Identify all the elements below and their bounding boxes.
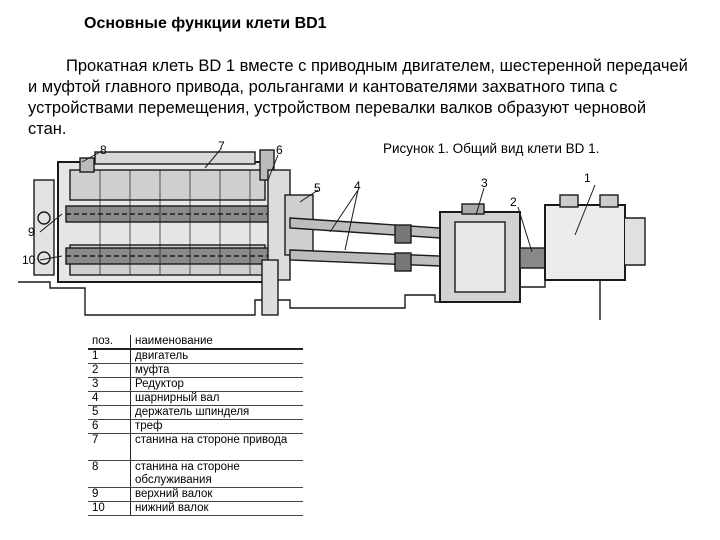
table-row: 2 муфта	[88, 363, 303, 378]
intro-paragraph: Прокатная клеть BD 1 вместе с приводным …	[28, 56, 688, 140]
stand-frame-top	[69, 169, 266, 201]
motor	[544, 204, 626, 281]
callout-8: 8	[100, 143, 107, 157]
table-row: 1 двигатель	[88, 349, 303, 364]
cell-pos: 10	[88, 501, 131, 516]
lower-roll	[65, 247, 272, 265]
callout-4: 4	[354, 179, 361, 193]
parts-table: поз. наименование 1 двигатель 2 муфта 3 …	[88, 335, 303, 516]
cell-pos: 7	[88, 433, 131, 461]
table-row: 8 станина на стороне обслуживания	[88, 460, 303, 488]
cell-name: двигатель	[130, 349, 303, 364]
cell-pos: 5	[88, 405, 131, 420]
intro-text: Прокатная клеть BD 1 вместе с приводным …	[28, 57, 688, 138]
figure-caption: Рисунок 1. Общий вид клети BD 1.	[383, 141, 600, 156]
callout-7: 7	[218, 140, 225, 153]
cell-pos: 6	[88, 419, 131, 434]
cell-name: шарнирный вал	[130, 391, 303, 406]
callout-2: 2	[510, 195, 517, 209]
cell-pos: 3	[88, 377, 131, 392]
table-row: 7 станина на стороне привода	[88, 433, 303, 461]
cell-name: Редуктор	[130, 377, 303, 392]
cell-name: станина на стороне привода	[130, 433, 303, 461]
page-title: Основные функции клети BD1	[84, 15, 327, 32]
foundation-outline	[18, 279, 601, 320]
stand-drawing: 1 2 3 4 5 6 7 8 9 10	[18, 140, 646, 320]
table-row: 9 верхний валок	[88, 487, 303, 502]
cell-pos: 2	[88, 363, 131, 378]
lower-spindle	[289, 249, 441, 267]
callout-3: 3	[481, 176, 488, 190]
cell-pos: 4	[88, 391, 131, 406]
upper-roll	[65, 205, 272, 223]
table-row: 5 держатель шпинделя	[88, 405, 303, 420]
cell-name: муфта	[130, 363, 303, 378]
cell-name: треф	[130, 419, 303, 434]
callout-6: 6	[276, 143, 283, 157]
cell-pos: 8	[88, 460, 131, 488]
cell-name: нижний валок	[130, 501, 303, 516]
table-row: 4 шарнирный вал	[88, 391, 303, 406]
cell-name: верхний валок	[130, 487, 303, 502]
callout-1: 1	[584, 171, 591, 185]
callout-5: 5	[314, 181, 321, 195]
cell-name: станина на стороне обслуживания	[130, 460, 303, 488]
table-header-row: поз. наименование	[88, 335, 303, 350]
motor-coupling	[519, 247, 549, 269]
table-row: 6 треф	[88, 419, 303, 434]
cell-pos: 9	[88, 487, 131, 502]
table-row: 3 Редуктор	[88, 377, 303, 392]
cell-name: держатель шпинделя	[130, 405, 303, 420]
table-row: 10 нижний валок	[88, 501, 303, 516]
cell-pos: 1	[88, 349, 131, 364]
callout-10: 10	[22, 253, 36, 267]
col-header-name: наименование	[130, 335, 303, 350]
callout-9: 9	[28, 225, 35, 239]
col-header-pos: поз.	[88, 335, 131, 350]
